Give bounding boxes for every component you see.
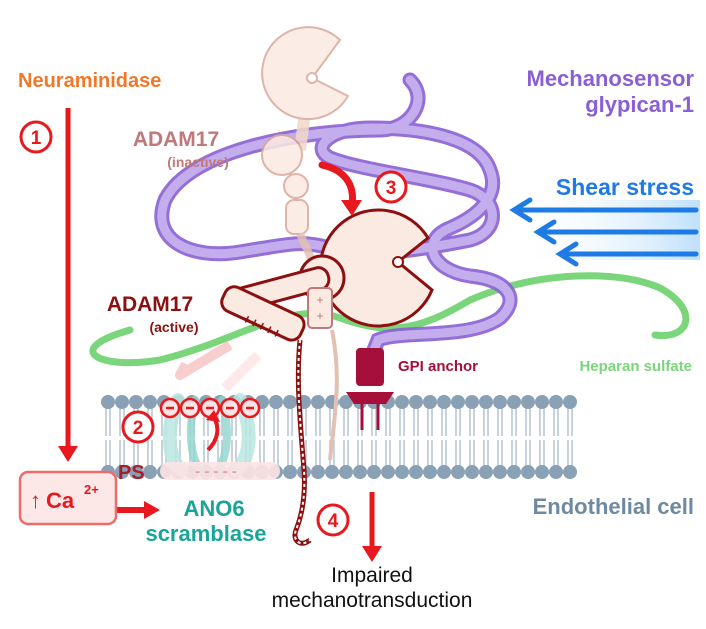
impaired-label: Impaired bbox=[331, 564, 413, 587]
ano6-label: ANO6 bbox=[183, 496, 244, 521]
stalk-plus-2: + bbox=[316, 309, 323, 323]
adam17-inactive-state: (inactive) bbox=[167, 154, 228, 170]
mechanosensor-label: Mechanosensor bbox=[527, 66, 695, 91]
impaired-arrow-head bbox=[362, 546, 382, 562]
calcium-up-arrow: ↑ bbox=[30, 488, 41, 513]
glypican-1-label: glypican-1 bbox=[585, 92, 694, 117]
adam17-active-label: ADAM17 bbox=[107, 293, 193, 316]
svg-text:3: 3 bbox=[386, 178, 397, 199]
heparan-sulfate-chain bbox=[89, 272, 690, 367]
svg-text:1: 1 bbox=[31, 128, 42, 149]
adam17-active-body: + + bbox=[220, 254, 346, 546]
ps-exposed-row bbox=[159, 397, 261, 419]
calcium-charge: 2+ bbox=[84, 482, 99, 497]
step-3-marker: 3 bbox=[374, 170, 408, 204]
ps-inner-minus: - - - - - bbox=[195, 463, 237, 480]
step-1-marker: 1 bbox=[19, 120, 53, 154]
scramblase-label: scramblase bbox=[145, 521, 266, 546]
step-4-marker: 4 bbox=[316, 503, 350, 537]
svg-text:4: 4 bbox=[328, 511, 339, 532]
gpi-anchor bbox=[346, 348, 394, 430]
neuraminidase-arrow-head bbox=[58, 446, 78, 462]
step3-arrow-head bbox=[341, 200, 362, 216]
calcium-label: Ca bbox=[46, 488, 75, 513]
ps-label: PS bbox=[118, 462, 145, 484]
shear-stress-label: Shear stress bbox=[556, 174, 694, 200]
flip-arrow-head bbox=[206, 410, 220, 422]
mechanotransduction-label: mechanotransduction bbox=[272, 589, 473, 612]
adam17-active-state: (active) bbox=[149, 319, 198, 335]
heparan-sulfate-label: Heparan sulfate bbox=[579, 358, 692, 375]
ps-binding-arrows bbox=[175, 340, 262, 392]
gpi-anchor-label: GPI anchor bbox=[398, 358, 478, 375]
ps-inner-row: - - - - - bbox=[160, 462, 280, 480]
endothelial-cell-label: Endothelial cell bbox=[533, 494, 694, 519]
calcium-box bbox=[18, 470, 118, 526]
adam17-inactive-label: ADAM17 bbox=[133, 128, 219, 151]
step-2-marker: 2 bbox=[121, 410, 155, 444]
shear-arrows bbox=[509, 197, 699, 267]
flip-arrow bbox=[206, 416, 220, 452]
adam17-inactive-protein bbox=[261, 26, 350, 262]
svg-text:2: 2 bbox=[133, 418, 144, 439]
stalk-plus-1: + bbox=[316, 293, 323, 307]
neuraminidase-label: Neuraminidase bbox=[18, 70, 161, 92]
ca-to-ano6-arrow-head bbox=[144, 501, 160, 519]
